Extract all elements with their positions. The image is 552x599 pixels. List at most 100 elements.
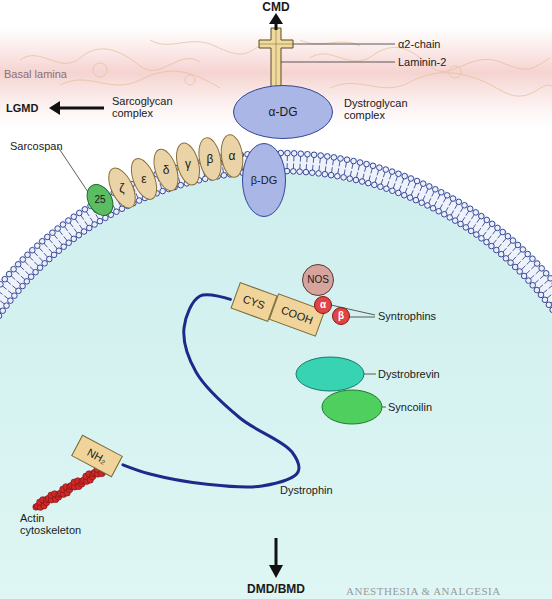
node-text: γ — [185, 158, 191, 170]
lipid-head — [39, 238, 45, 244]
lipid-head — [463, 225, 469, 231]
actin-filament — [33, 465, 108, 511]
lipid-head — [298, 151, 304, 157]
sarcoglycan-subunit: δ — [155, 148, 177, 192]
lipid-head — [311, 152, 317, 158]
sarcoglycan-subunit: ζ — [111, 166, 133, 210]
lipid-head — [498, 251, 504, 257]
dystroglycan-ellipse: β-DG — [242, 143, 286, 217]
lipid-head — [384, 186, 390, 192]
lipid-head — [414, 178, 420, 184]
node-text: β — [207, 153, 214, 165]
arrow-head — [269, 13, 283, 24]
lamina-loop — [93, 63, 107, 77]
arrow-head — [49, 101, 60, 115]
lipid-head — [33, 269, 39, 275]
part-label: Syntrophins — [378, 310, 436, 322]
lipid-head — [331, 155, 337, 161]
lipid-head — [285, 150, 291, 156]
syntrophin-circle: β — [332, 307, 350, 325]
part-label: Dystroglycan complex — [344, 97, 424, 121]
lipid-head — [316, 171, 322, 177]
lipid-head — [420, 181, 426, 187]
region-label: Basal lamina — [4, 68, 67, 80]
lipid-head — [505, 233, 511, 239]
lamina-loop — [449, 66, 461, 78]
lipid-head — [458, 221, 464, 227]
lipid-head — [441, 211, 447, 217]
lipid-head — [548, 276, 552, 282]
node-text: α — [320, 300, 326, 310]
laminin-chain — [259, 44, 293, 45]
lipid-head — [81, 229, 87, 235]
lipid-head — [430, 205, 436, 211]
lamina-loop — [185, 75, 195, 85]
lipid-head — [297, 169, 303, 175]
lipid-head — [24, 279, 30, 285]
lipid-head — [543, 271, 549, 277]
lipid-head — [456, 199, 462, 205]
lipid-head — [484, 217, 490, 223]
lipid-head — [76, 232, 82, 238]
lipid-head — [351, 158, 357, 164]
sarcoglycan-subunit: γ — [177, 142, 199, 186]
node-text: β-DG — [251, 175, 278, 186]
node-ellipse — [172, 141, 203, 188]
lipid-head — [546, 302, 552, 308]
node-ellipse — [333, 308, 350, 325]
membrane-core — [0, 162, 552, 512]
lipid-head — [114, 209, 120, 215]
leader-line — [281, 62, 395, 63]
lipid-head — [462, 202, 468, 208]
lipid-head — [221, 173, 227, 179]
lipid-head — [525, 251, 531, 257]
node-text: α — [229, 150, 236, 162]
lipid-head — [61, 244, 67, 250]
sarcoglycan-subunit: β — [199, 137, 221, 181]
node-ellipse — [243, 144, 286, 217]
lipid-head — [0, 281, 3, 287]
lipid-head — [353, 177, 359, 183]
nos-circle: NOS — [302, 264, 334, 296]
lipid-head — [495, 225, 501, 231]
part-label: Actin cytoskeleton — [20, 512, 90, 536]
node-rect — [231, 283, 277, 322]
lipid-head — [489, 243, 495, 249]
lipid-head — [8, 298, 14, 304]
lipid-head — [136, 198, 142, 204]
sarcoglycan-subunit: α — [221, 134, 243, 178]
lamina-fibre — [300, 40, 360, 46]
lipid-head — [325, 154, 331, 160]
watermark: ANESTHESIA & ANALGESIA — [346, 585, 501, 598]
part-label: Dystrobrevin — [378, 368, 440, 380]
lipid-head — [503, 256, 509, 262]
lipid-head — [494, 247, 500, 253]
part-label: α2-chain — [398, 38, 440, 50]
lipid-head — [377, 165, 383, 171]
lipid-head — [305, 151, 311, 157]
lipid-head — [66, 240, 72, 246]
lamina-fibre — [310, 47, 550, 71]
lipid-head — [450, 196, 456, 202]
lipid-head — [467, 206, 473, 212]
node-text: ζ — [119, 182, 124, 194]
lipid-head — [55, 226, 61, 232]
lipid-head — [51, 252, 57, 258]
node-rect — [72, 435, 123, 476]
node-ellipse — [196, 136, 225, 182]
lipid-head — [526, 278, 532, 284]
lipid-head — [539, 266, 545, 272]
node-ellipse — [315, 297, 332, 314]
lipid-head — [37, 265, 43, 271]
lipid-head — [34, 243, 40, 249]
laminin-chain — [276, 28, 277, 90]
lamina-fibre — [330, 73, 552, 96]
lipid-head — [82, 207, 88, 213]
leader-line — [382, 407, 386, 408]
lipid-head — [473, 210, 479, 216]
lipid-head — [16, 288, 22, 294]
lipid-head — [447, 215, 453, 221]
lipid-head — [378, 184, 384, 190]
lipid-head — [530, 256, 536, 262]
